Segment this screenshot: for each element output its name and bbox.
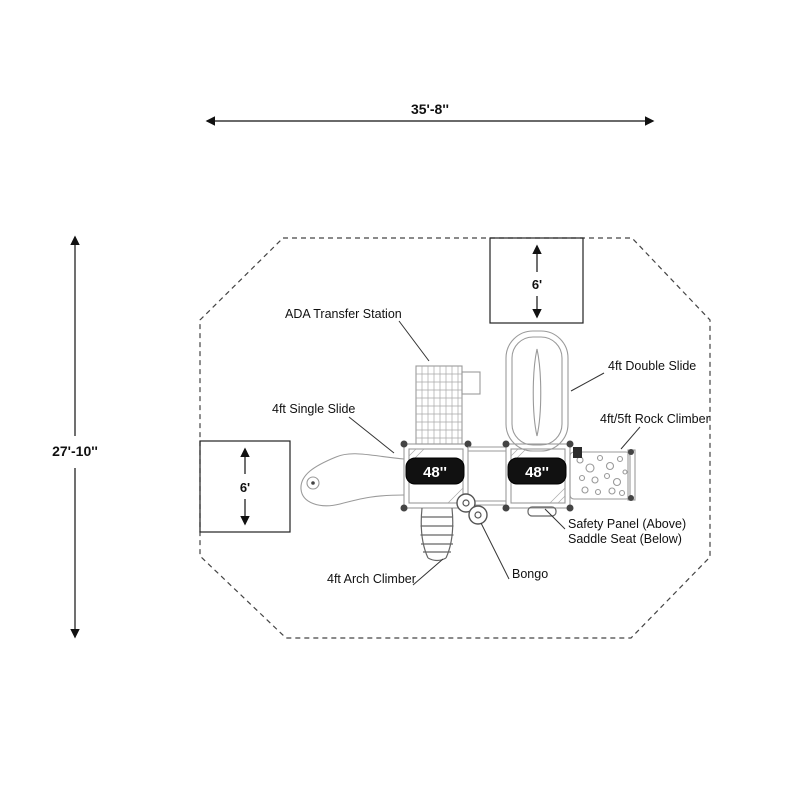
single-slide-end-dot [311, 481, 315, 485]
badge-background [405, 457, 465, 485]
arch-climber-leader-line [412, 558, 444, 586]
right-deck-height-badge: 48'' [507, 457, 567, 485]
double-slide-leader-line [570, 372, 605, 392]
double-slide-outer [505, 330, 569, 452]
left-deck-hatch [408, 448, 464, 504]
callout-arch-climber: 4ft Arch Climber [327, 558, 444, 586]
badge-background [507, 457, 567, 485]
deck-post [400, 440, 408, 448]
rock-climber-end-bar [627, 449, 636, 501]
right-deck-hatch [510, 448, 566, 504]
dimension-overall-depth: 27'-10'' [52, 235, 98, 639]
double-slide-structure [505, 330, 569, 452]
deck-post [502, 504, 510, 512]
climber-clamp-mark [573, 447, 582, 458]
arch-climber-rungs [420, 516, 454, 553]
arch-climber-rail-left [420, 507, 429, 559]
bongo-structure [456, 493, 488, 525]
rock-climber-label: 4ft/5ft Rock Climber [600, 412, 710, 426]
ada-leader-line [398, 320, 430, 362]
callout-single-slide: 4ft Single Slide [272, 402, 395, 454]
double-slide-label: 4ft Double Slide [608, 359, 696, 373]
left-zone-label: 6' [240, 480, 250, 495]
single-slide-body [300, 453, 405, 507]
rock-climber-structure [569, 447, 636, 501]
deck-bridge [468, 446, 506, 506]
arch-climber-structure [420, 507, 454, 562]
deck-post [464, 440, 472, 448]
bongo-drum-2 [468, 505, 488, 525]
callout-rock-climber: 4ft/5ft Rock Climber [600, 412, 710, 450]
top-clearance-zone: 6' [489, 237, 584, 324]
ada-station-side-step [461, 371, 481, 395]
left-deck-height-badge: 48'' [405, 457, 465, 485]
dimension-overall-width: 35'-8'' [205, 101, 655, 126]
single-slide-leader-line [348, 416, 395, 454]
deck-post [566, 504, 574, 512]
ada-transfer-station-label: ADA Transfer Station [285, 307, 402, 321]
bongo-drum-1-center [462, 499, 470, 507]
ada-station-grid [416, 366, 462, 444]
single-slide-end-cap [306, 476, 320, 490]
ada-station-body [415, 365, 463, 445]
top-zone-label: 6' [532, 277, 542, 292]
rock-climber-leader-line [620, 426, 641, 450]
single-slide-structure [300, 453, 405, 507]
bongo-leader-line [480, 522, 510, 580]
callout-safety-panel-saddle-seat: Safety Panel (Above) Saddle Seat (Below) [544, 508, 686, 546]
deck-post [400, 504, 408, 512]
use-zone-boundary [199, 237, 711, 639]
safety-panel-leader-line [544, 508, 566, 530]
arch-climber-bottom [427, 557, 447, 562]
double-slide-divider [532, 348, 542, 437]
overall-width-label: 35'-8'' [411, 101, 449, 117]
deck-bridge-rails [468, 446, 506, 506]
climber-post [628, 495, 634, 501]
arch-climber-rail-right [445, 507, 454, 559]
left-deck-outline [403, 443, 469, 509]
rock-climber-texture [576, 454, 628, 497]
saddle-seat-mark [527, 506, 557, 517]
bongo-drum-1 [456, 493, 476, 513]
callout-double-slide: 4ft Double Slide [570, 359, 696, 392]
ada-transfer-station-structure [415, 365, 481, 445]
left-deck-height-label: 48'' [423, 464, 447, 481]
single-slide-label: 4ft Single Slide [272, 402, 355, 416]
bongo-label: Bongo [512, 567, 548, 581]
callout-bongo: Bongo [480, 522, 548, 581]
arch-climber-label: 4ft Arch Climber [327, 572, 416, 586]
top-clearance-rect [489, 237, 584, 324]
saddle-seat-label: Saddle Seat (Below) [568, 532, 682, 546]
double-slide-inner [511, 336, 563, 446]
climber-post [628, 449, 634, 455]
overall-depth-label: 27'-10'' [52, 443, 98, 459]
callout-ada-transfer-station: ADA Transfer Station [285, 307, 430, 362]
right-deck-height-label: 48'' [525, 464, 549, 481]
rock-climber-panel [569, 451, 631, 500]
left-clearance-rect [199, 440, 291, 533]
left-clearance-zone: 6' [199, 440, 291, 533]
safety-panel-label: Safety Panel (Above) [568, 517, 686, 531]
bongo-drum-2-center [474, 511, 482, 519]
deck-post [566, 440, 574, 448]
deck-post [502, 440, 510, 448]
